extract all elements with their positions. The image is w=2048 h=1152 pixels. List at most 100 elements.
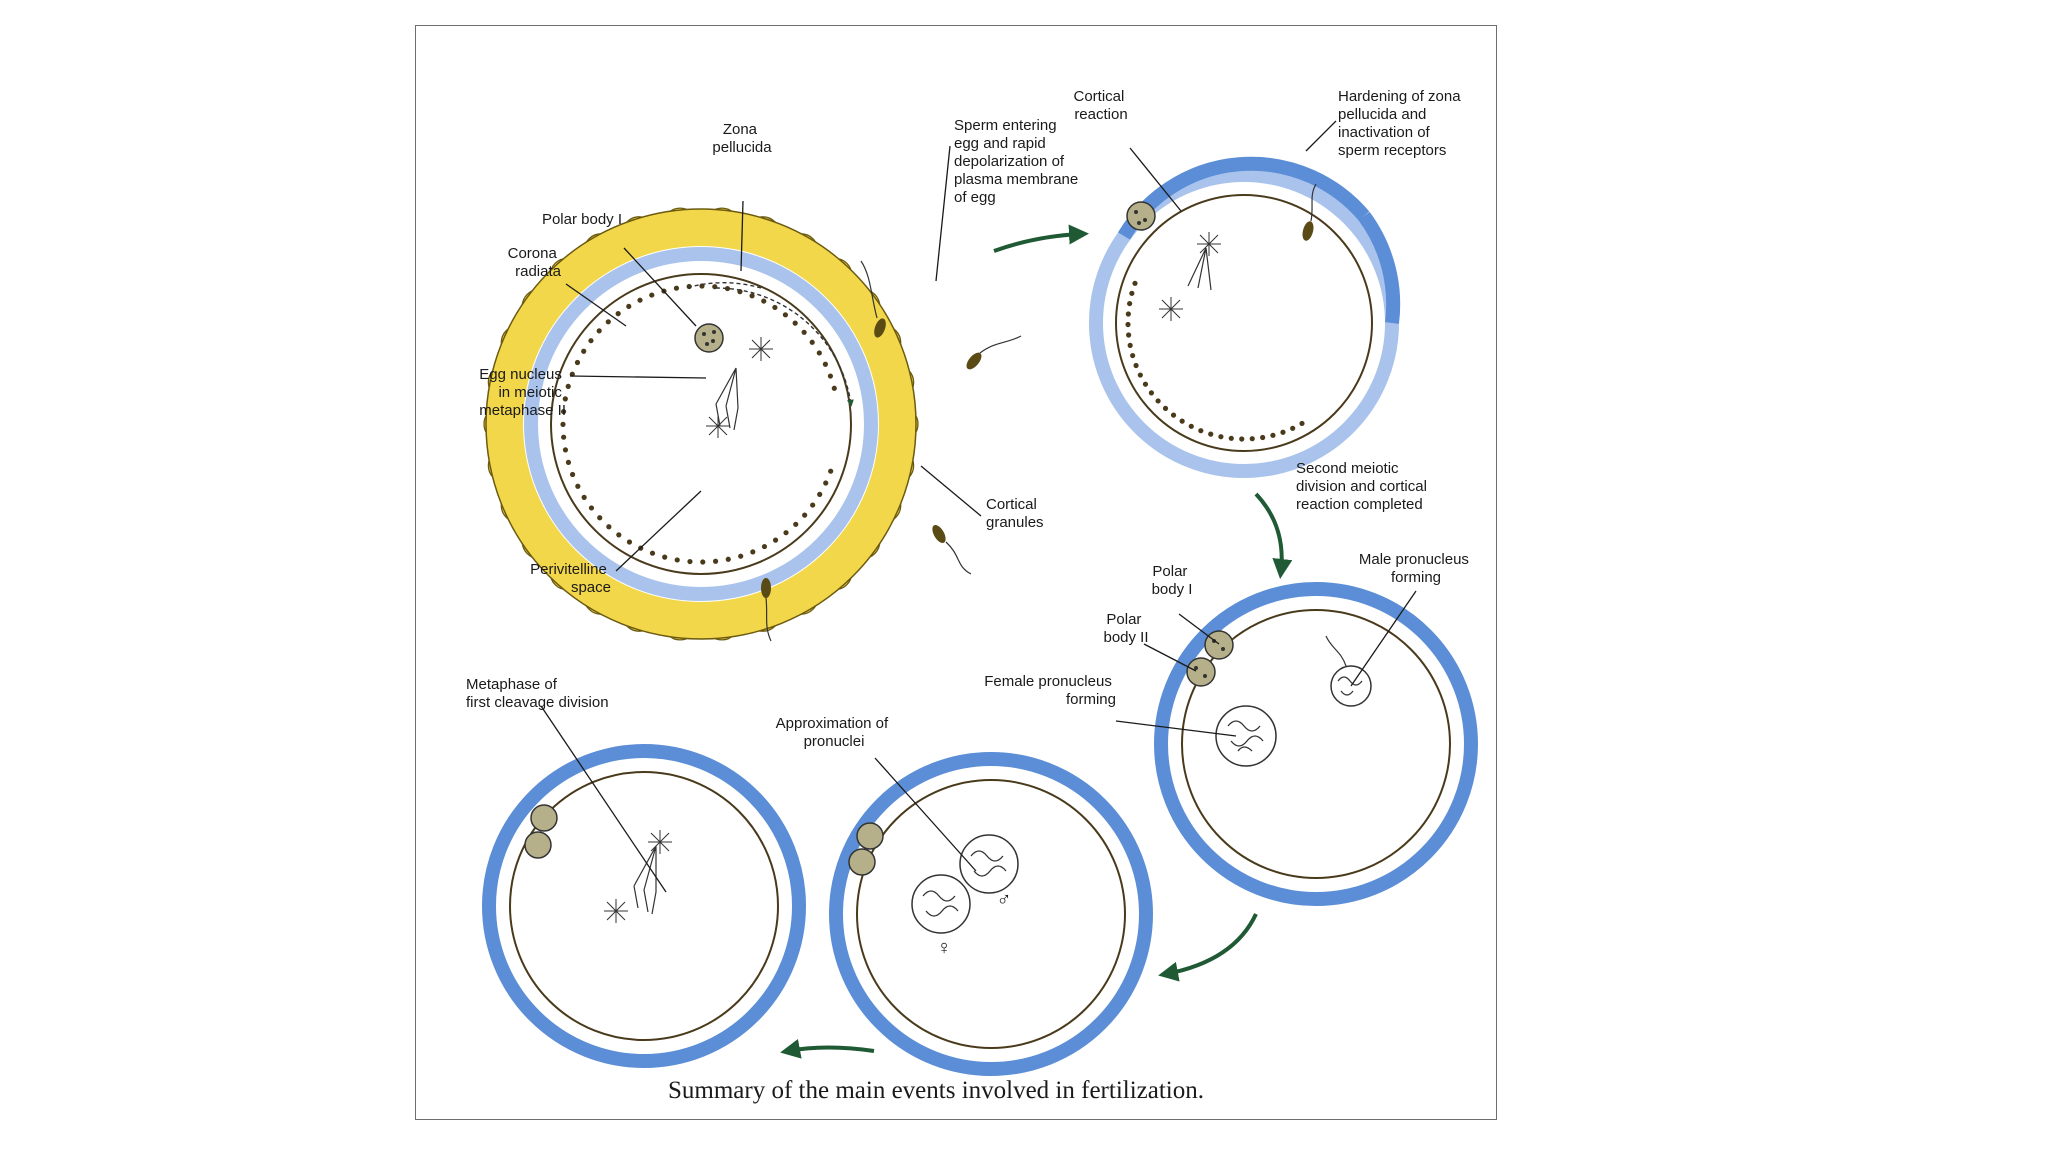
granule bbox=[801, 329, 807, 335]
granule bbox=[1142, 381, 1149, 387]
granule bbox=[761, 298, 767, 304]
label-perivitelline-space: Perivitelline space bbox=[530, 561, 611, 596]
stage-pronuclei-forming bbox=[1154, 582, 1478, 906]
granule bbox=[1137, 372, 1143, 378]
male-pronucleus bbox=[959, 834, 1019, 894]
granule bbox=[772, 304, 778, 311]
flow-arrow-2 bbox=[1254, 492, 1293, 579]
granule bbox=[1125, 311, 1131, 317]
stage-cortical-reaction bbox=[1089, 156, 1401, 478]
granule bbox=[1280, 429, 1286, 435]
stage-approximation: ♀ ♂ bbox=[829, 752, 1153, 1076]
label-hardening-zona: Hardening of zona pellucida and inactiva… bbox=[1338, 88, 1465, 159]
granule bbox=[1162, 405, 1169, 411]
female-symbol: ♀ bbox=[937, 937, 952, 959]
granule bbox=[606, 524, 612, 530]
label-corona-radiata: Corona radiata bbox=[508, 245, 562, 280]
granule bbox=[1290, 425, 1296, 431]
label-male-pronucleus: Male pronucleus forming bbox=[1359, 551, 1473, 586]
granule bbox=[560, 421, 566, 427]
granule bbox=[615, 311, 621, 317]
granule bbox=[561, 434, 567, 440]
granule bbox=[816, 350, 822, 356]
granule bbox=[1179, 418, 1185, 424]
fertilization-diagram: ♀ ♂ bbox=[466, 88, 1478, 1104]
granule bbox=[649, 550, 656, 556]
stage-sperm-entry bbox=[483, 207, 1022, 642]
granule bbox=[822, 361, 828, 367]
label-second-meiotic: Second meiotic division and cortical rea… bbox=[1296, 460, 1431, 513]
flow-arrow-4 bbox=[780, 1038, 875, 1059]
flow-arrow-3 bbox=[1158, 913, 1258, 982]
granule bbox=[1129, 290, 1135, 296]
granule bbox=[562, 396, 568, 402]
depolarization-arc bbox=[715, 287, 854, 407]
aster-icon bbox=[1197, 232, 1221, 256]
figure-frame: ♀ ♂ bbox=[415, 25, 1497, 1120]
label-cortical-reaction: Cortical reaction bbox=[1073, 88, 1128, 123]
granule bbox=[1126, 332, 1132, 338]
egg-plasma-membrane bbox=[1181, 609, 1451, 879]
granule bbox=[793, 521, 799, 527]
zona-pellucida bbox=[524, 247, 878, 601]
granule bbox=[626, 303, 632, 310]
granule bbox=[802, 512, 808, 518]
granule bbox=[1170, 412, 1177, 418]
granule bbox=[724, 285, 731, 292]
polar-body bbox=[694, 323, 724, 353]
granule bbox=[761, 543, 768, 550]
egg-plasma-membrane bbox=[509, 771, 779, 1041]
label-polar-body-i: Polar body I bbox=[1152, 563, 1193, 598]
granule bbox=[1130, 352, 1136, 359]
granule bbox=[616, 532, 622, 538]
granule bbox=[828, 468, 834, 474]
polar-bodies bbox=[524, 804, 558, 859]
egg-plasma-membrane bbox=[1115, 194, 1373, 452]
polar-bodies bbox=[848, 822, 884, 876]
granule bbox=[792, 320, 798, 326]
sperm-icon bbox=[761, 578, 772, 642]
granule bbox=[782, 312, 789, 318]
male-symbol: ♂ bbox=[997, 889, 1012, 911]
aster-icon bbox=[749, 337, 773, 361]
figure-caption: Summary of the main events involved in f… bbox=[668, 1077, 1204, 1104]
granule bbox=[574, 359, 581, 366]
granule bbox=[831, 385, 837, 391]
female-pronucleus bbox=[1215, 705, 1277, 767]
egg-plasma-membrane bbox=[856, 779, 1126, 1049]
label-metaphase-cleavage: Metaphase of first cleavage division bbox=[466, 676, 609, 711]
granule bbox=[588, 505, 595, 511]
granule bbox=[1127, 300, 1133, 307]
granule bbox=[1299, 420, 1305, 427]
granule bbox=[783, 530, 789, 536]
label-sperm-entering: Sperm entering egg and rapid depolarizat… bbox=[954, 117, 1082, 206]
granule bbox=[1148, 390, 1155, 396]
label-polar-body-ii: Polar body II bbox=[1103, 611, 1148, 646]
aster-icon bbox=[1159, 297, 1183, 321]
granule bbox=[588, 338, 594, 344]
granule bbox=[605, 319, 611, 325]
egg-nucleus-spindle bbox=[1159, 232, 1221, 321]
cortical-granules bbox=[1125, 280, 1305, 442]
granule bbox=[1133, 362, 1139, 369]
label-polar-body-i-top: Polar body I bbox=[542, 211, 622, 228]
granule bbox=[1228, 435, 1234, 441]
granule bbox=[1239, 436, 1245, 442]
egg-nucleus-spindle bbox=[706, 337, 773, 438]
granule bbox=[738, 553, 744, 559]
granule bbox=[725, 556, 731, 562]
polar-body-ii bbox=[1186, 657, 1216, 687]
depolarization-arc-left bbox=[685, 282, 762, 289]
granule bbox=[1125, 321, 1131, 328]
granule bbox=[1132, 280, 1138, 286]
granule bbox=[1127, 342, 1133, 348]
granule bbox=[569, 471, 576, 478]
granule bbox=[1218, 434, 1224, 440]
granule bbox=[1260, 434, 1266, 441]
granule bbox=[581, 494, 587, 500]
granule bbox=[749, 293, 755, 299]
granule bbox=[673, 285, 680, 291]
granule bbox=[565, 383, 571, 389]
granule bbox=[772, 537, 779, 543]
label-female-pronucleus: Female pronucleus forming bbox=[984, 673, 1116, 708]
